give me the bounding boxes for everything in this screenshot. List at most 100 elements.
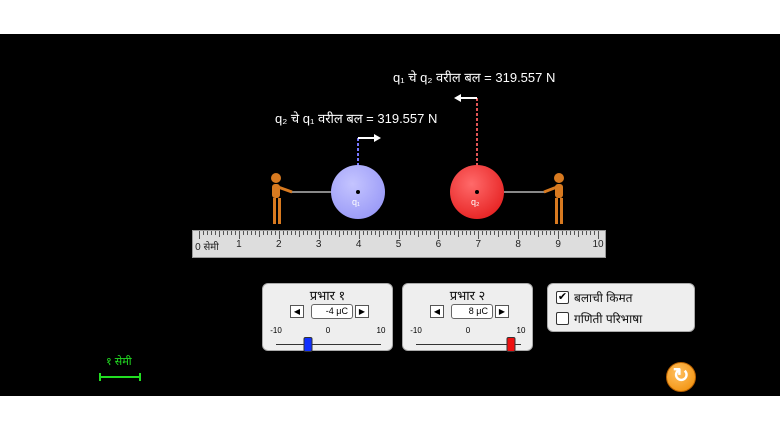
ruler-tick — [558, 231, 560, 239]
ruler-tick — [510, 231, 512, 235]
ruler-tick — [406, 231, 408, 235]
ruler-tick — [386, 231, 388, 235]
ruler-label: 3 — [315, 239, 322, 250]
ruler-tick — [210, 231, 212, 235]
ruler-tick — [226, 231, 228, 235]
force-on-q1-label: q₂ चे q₁ वरील बल = 319.557 N — [275, 111, 438, 126]
left-puller-figure — [271, 173, 293, 224]
ruler-tick — [338, 231, 340, 237]
ruler-tick — [230, 231, 232, 235]
charge1-min-label: -10 — [270, 326, 282, 335]
ruler-tick — [314, 231, 316, 235]
ruler-tick — [366, 231, 368, 235]
charge1-increase-button[interactable]: ▶ — [355, 305, 369, 318]
ruler-tick — [474, 231, 476, 235]
charge1-slider-thumb[interactable] — [303, 337, 312, 352]
ruler-tick — [274, 231, 276, 235]
ruler-tick — [546, 231, 548, 235]
ruler-tick — [326, 231, 328, 235]
ruler-tick — [250, 231, 252, 235]
ruler-tick — [534, 231, 536, 235]
charge2-slider-thumb[interactable] — [506, 337, 515, 352]
charge2-mid-label: 0 — [465, 326, 471, 335]
charge2-decrease-button[interactable]: ◀ — [430, 305, 444, 318]
ruler-tick — [454, 231, 456, 235]
ruler-tick — [330, 231, 332, 235]
ruler-tick — [570, 231, 572, 235]
charge1-title: प्रभार १ — [309, 288, 346, 303]
ruler-label: 8 — [515, 239, 521, 250]
force-values-checkbox[interactable]: ✔ — [556, 291, 569, 304]
ruler-tick — [502, 231, 504, 235]
ruler-tick — [566, 231, 568, 235]
charge2-slider-track[interactable] — [416, 344, 521, 345]
simulation-stage: q₁ चे q₂ वरील बल = 319.557 N q₂ चे q₁ वर… — [0, 34, 780, 396]
ruler-tick — [286, 231, 288, 235]
ruler-tick — [526, 231, 528, 235]
ruler-tick — [214, 231, 216, 235]
right-puller-figure — [543, 173, 564, 224]
charge2-value-field[interactable]: 8 μC — [451, 304, 493, 319]
charge2-max-label: 10 — [516, 326, 526, 335]
charge1-mid-label: 0 — [325, 326, 331, 335]
ruler-tick — [218, 231, 220, 237]
charge1-panel: प्रभार १ ◀ -4 μC ▶ -10 0 10 — [262, 283, 393, 352]
ruler-label: 7 — [475, 239, 482, 250]
ruler-tick — [258, 231, 260, 237]
ruler-tick — [494, 231, 496, 235]
ruler-tick — [530, 231, 532, 235]
charge1-value-field[interactable]: -4 μC — [311, 304, 353, 319]
ruler-tick — [298, 231, 300, 237]
ruler-tick — [426, 231, 428, 235]
q2-force-arrowhead — [454, 94, 461, 102]
charge-q2[interactable]: q₂ — [450, 165, 504, 219]
ruler-tick — [514, 231, 516, 235]
ruler-label: 4 — [355, 239, 362, 250]
charge2-min-label: -10 — [410, 326, 422, 335]
ruler-label: 2 — [276, 239, 282, 250]
reset-icon: ↻ — [672, 365, 690, 387]
q1-force-arrowhead — [374, 134, 381, 142]
ruler-tick — [430, 231, 432, 235]
ruler-tick — [470, 231, 472, 235]
ruler-tick — [490, 231, 492, 235]
ruler-tick — [410, 231, 412, 235]
ruler-tick — [206, 231, 208, 235]
charge2-title: प्रभार २ — [449, 288, 486, 303]
ruler-label: 5 — [395, 239, 402, 250]
ruler-tick — [238, 231, 240, 239]
reset-button[interactable]: ↻ — [666, 362, 696, 392]
ruler-tick — [334, 231, 336, 235]
ruler-tick — [462, 231, 464, 235]
scientific-notation-checkbox[interactable] — [556, 312, 569, 325]
ruler-tick — [438, 231, 440, 239]
ruler-tick — [442, 231, 444, 235]
charge2-increase-button[interactable]: ▶ — [495, 305, 509, 318]
ruler-tick — [246, 231, 248, 235]
ruler-tick — [598, 231, 599, 239]
ruler-tick — [294, 231, 296, 235]
ruler-tick — [382, 231, 384, 235]
ruler-tick — [402, 231, 404, 235]
ruler-tick — [358, 231, 360, 239]
ruler-tick — [222, 231, 224, 235]
ruler-tick — [290, 231, 292, 235]
charge1-slider-track[interactable] — [276, 344, 381, 345]
ruler-tick — [422, 231, 424, 235]
ruler-tick — [562, 231, 564, 235]
force-on-q2-label: q₁ चे q₂ वरील बल = 319.557 N — [393, 70, 556, 85]
ruler-tick — [498, 231, 500, 237]
force-arrows — [271, 94, 564, 224]
force-values-label[interactable]: बलाची किमत — [574, 291, 633, 305]
ruler-tick — [278, 231, 280, 239]
ruler-tick — [446, 231, 448, 235]
ruler-tick — [466, 231, 468, 235]
charge1-decrease-button[interactable]: ◀ — [290, 305, 304, 318]
charge-q1[interactable]: q₁ — [331, 165, 385, 219]
ruler-tick — [262, 231, 264, 235]
ruler-tick — [554, 231, 556, 235]
ruler-label: 9 — [555, 239, 561, 250]
ruler-tick — [506, 231, 508, 235]
scientific-notation-label[interactable]: गणिती परिभाषा — [574, 312, 643, 326]
